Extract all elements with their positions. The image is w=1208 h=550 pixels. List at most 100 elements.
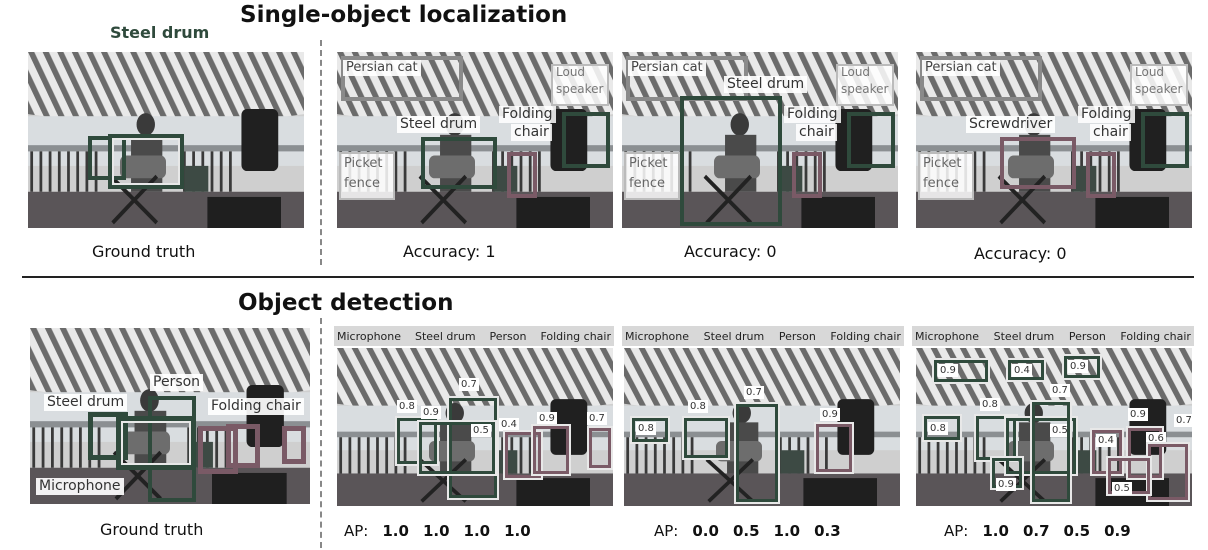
ap-value: 1.0 [773, 522, 801, 540]
det-pred2-image: 0.8 0.8 0.7 0.9 [624, 348, 900, 506]
steel-drum-label: Steel drum [397, 116, 481, 134]
legend-folding-chair: Folding chair [830, 329, 901, 343]
folding-chair-box [1086, 152, 1116, 198]
legend-microphone: Microphone [915, 329, 980, 343]
det-gt-image: Person Steel drum Folding chair Micropho… [30, 328, 310, 504]
folding-chair-box [507, 152, 537, 198]
score: 0.7 [744, 386, 764, 399]
det-mic-box [397, 418, 437, 464]
localization-heading: Single-object localization [240, 2, 568, 28]
score: 0.9 [421, 406, 441, 419]
loud-speaker-box [836, 64, 894, 106]
score: 0.5 [471, 424, 491, 437]
ap-value: 0.0 [692, 522, 719, 540]
legend-person: Person [778, 329, 816, 343]
gt-class-label: Steel drum [110, 23, 210, 42]
score: 0.4 [1096, 434, 1116, 447]
det-mic-box [632, 418, 668, 442]
folding-label: Folding [499, 106, 556, 124]
loc-caption-2: Accuracy: 0 [684, 242, 777, 261]
det-chair-box [816, 424, 852, 472]
chair-label: chair [796, 124, 837, 142]
ap-value: 1.0 [382, 522, 409, 540]
folding-label: Folding [1078, 106, 1135, 124]
folding-label: Folding [784, 106, 841, 124]
det-chair-box-3 [589, 428, 611, 468]
loc-caption-1: Accuracy: 1 [403, 242, 496, 261]
chair-label: chair [511, 124, 552, 142]
det-chair-box-3 [1148, 444, 1188, 500]
picket-label: Picket [629, 156, 668, 171]
det-drum-box-1 [1008, 360, 1044, 380]
score: 0.8 [397, 400, 417, 413]
speaker-box [1141, 112, 1189, 168]
loud-speaker-box [551, 64, 609, 106]
det-person-box-1 [1064, 356, 1100, 378]
score: 0.9 [938, 364, 958, 377]
fence-label: fence [629, 176, 665, 191]
loud-label: Loud [556, 65, 586, 79]
score: 0.7 [459, 378, 479, 391]
ap-value: 0.5 [1063, 522, 1091, 540]
ap-value: 1.0 [422, 522, 450, 540]
legend-steel-drum: Steel drum [414, 329, 476, 343]
loc-pred3-image: Persian cat Loud speaker Screwdriver Fol… [916, 52, 1192, 228]
det-chair-box-1 [1092, 430, 1122, 474]
score: 0.8 [980, 398, 1000, 411]
gt-box-small [88, 136, 126, 180]
legend-person: Person [489, 329, 527, 343]
legend-steel-drum: Steel drum [703, 329, 765, 343]
det-legend-1: Microphone Steel drum Person Folding cha… [334, 326, 614, 346]
persian-cat-label: Persian cat [343, 60, 421, 77]
score: 0.9 [820, 408, 840, 421]
screwdriver-label: Screwdriver [966, 116, 1056, 134]
fence-label: fence [923, 176, 959, 191]
microphone-box [88, 412, 128, 460]
score: 0.8 [688, 400, 708, 413]
picket-label: Picket [923, 156, 962, 171]
score: 0.9 [1068, 360, 1088, 373]
score: 0.7 [587, 412, 607, 425]
legend-folding-chair: Folding chair [1120, 329, 1191, 343]
speaker-box [562, 112, 610, 168]
persian-cat-label: Persian cat [922, 60, 1000, 77]
persian-cat-box [341, 56, 463, 101]
det-person-box [736, 404, 778, 502]
picket-label: Picket [344, 156, 383, 171]
score: 0.5 [1112, 482, 1132, 495]
loc-pred2-image: Persian cat Loud speaker Steel drum Fold… [622, 52, 898, 228]
det-mic-box-1 [934, 360, 988, 382]
speaker-label: speaker [1135, 82, 1183, 96]
loud-label: Loud [841, 65, 871, 79]
score: 0.6 [1146, 432, 1166, 445]
det-caption-gt: Ground truth [100, 520, 204, 539]
loud-speaker-box [1130, 64, 1188, 106]
loc-gt-image [28, 52, 304, 228]
steel-drum-box [680, 96, 782, 226]
speaker-label: speaker [841, 82, 889, 96]
fence-label: fence [344, 176, 380, 191]
section-divider-bottom [320, 318, 322, 548]
folding-chair-box-2 [226, 424, 260, 468]
det-drum-box [684, 418, 728, 458]
det-drum-box-3 [1006, 418, 1076, 474]
score: 0.4 [499, 418, 519, 431]
ap-value: 1.0 [463, 522, 491, 540]
picket-fence-box [918, 152, 974, 200]
microphone-label: Microphone [36, 478, 124, 496]
folding-chair-label: Folding chair [208, 398, 304, 416]
ap-label: AP: [654, 522, 679, 540]
loud-label: Loud [1135, 65, 1165, 79]
loc-pred1-image: Persian cat Loud speaker Steel drum Fold… [337, 52, 613, 228]
legend-person: Person [1068, 329, 1106, 343]
folding-chair-box-3 [282, 426, 306, 464]
det-chair-box-2 [533, 426, 569, 474]
ap-value: 0.5 [732, 522, 760, 540]
det-pred1-image: 0.7 0.8 0.9 0.4 0.9 0.7 0.5 [337, 348, 613, 506]
det-chair-box-2 [1128, 428, 1162, 478]
detection-heading: Object detection [238, 290, 454, 316]
score: 0.8 [636, 422, 656, 435]
steel-drum-label: Steel drum [724, 76, 808, 94]
